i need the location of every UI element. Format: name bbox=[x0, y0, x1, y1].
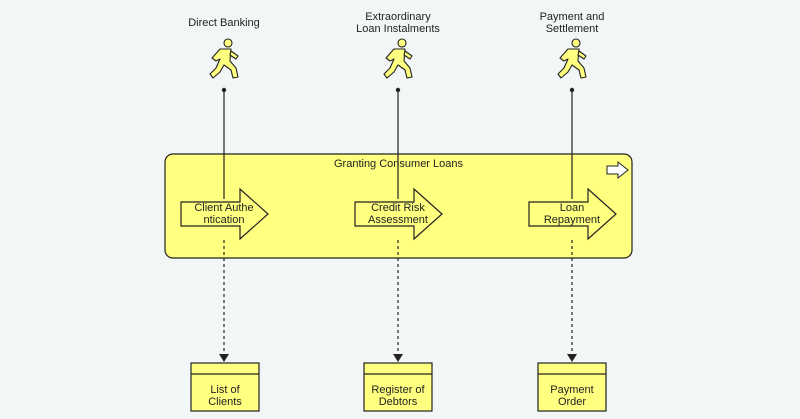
actor-link-dots bbox=[221, 87, 575, 93]
business-actor-running-figure-icon[interactable] bbox=[557, 38, 587, 79]
business-object-list-of-clients[interactable] bbox=[190, 362, 260, 412]
process-arrow-icon bbox=[606, 160, 629, 180]
business-actor-running-figure-icon[interactable] bbox=[209, 38, 239, 79]
process-object-links bbox=[223, 240, 573, 355]
actor-label-direct-banking: Direct Banking bbox=[188, 17, 260, 29]
access-arrowheads bbox=[219, 354, 577, 362]
process-arrow-client-authentication[interactable] bbox=[180, 187, 269, 241]
process-arrow-loan-repayment[interactable] bbox=[528, 187, 617, 241]
actor-process-links bbox=[223, 90, 573, 199]
business-object-payment-order[interactable] bbox=[537, 362, 607, 412]
container-title: Granting Consumer Loans bbox=[333, 158, 463, 170]
business-actor-running-figure-icon[interactable] bbox=[383, 38, 413, 79]
business-object-register-of-debtors[interactable] bbox=[363, 362, 433, 412]
process-arrow-credit-risk-assessment[interactable] bbox=[354, 187, 443, 241]
